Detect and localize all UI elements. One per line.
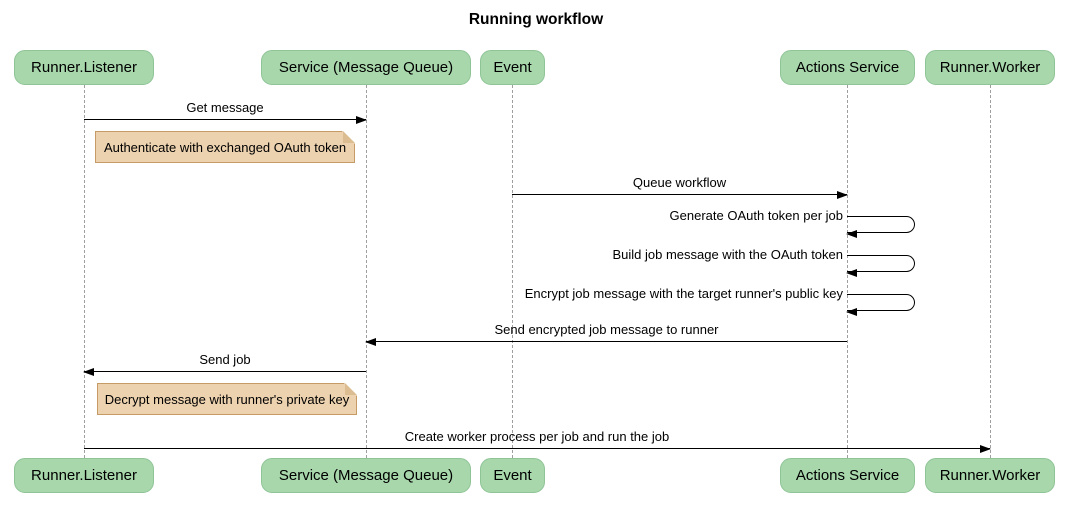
participant-runner-worker-bottom: Runner.Worker <box>925 458 1055 493</box>
diagram-title: Running workflow <box>468 11 604 28</box>
participant-runner-listener-top: Runner.Listener <box>14 50 154 85</box>
message-encrypt-job-message: Encrypt job message with the target runn… <box>525 286 915 316</box>
message-label: Send job <box>199 352 251 367</box>
message-label: Create worker process per job and run th… <box>404 429 670 444</box>
participant-runner-worker-top: Runner.Worker <box>925 50 1055 85</box>
lifeline-runner-listener <box>84 85 85 458</box>
message-label: Build job message with the OAuth token <box>612 247 843 262</box>
lifeline-runner-worker <box>990 85 991 458</box>
note-text: Authenticate with exchanged OAuth token <box>103 139 347 155</box>
participant-label: Event <box>493 467 532 484</box>
message-line <box>366 341 847 342</box>
participant-runner-listener-bottom: Runner.Listener <box>14 458 154 493</box>
message-label: Send encrypted job message to runner <box>494 322 719 337</box>
note-decrypt: Decrypt message with runner's private ke… <box>97 383 357 415</box>
arrowhead-left-icon <box>365 337 376 346</box>
arrowhead-right-icon <box>980 444 991 453</box>
note-text: Decrypt message with runner's private ke… <box>104 391 350 407</box>
arrowhead-left-icon <box>83 367 94 376</box>
participant-label: Actions Service <box>795 467 900 484</box>
participant-event-bottom: Event <box>480 458 545 493</box>
participant-label: Runner.Listener <box>31 467 137 484</box>
message-label: Generate OAuth token per job <box>669 208 843 223</box>
participant-label: Runner.Worker <box>939 467 1041 484</box>
message-label: Get message <box>186 100 264 115</box>
message-line <box>84 119 366 120</box>
participant-event-top: Event <box>480 50 545 85</box>
arrowhead-left-icon <box>846 229 857 238</box>
message-build-job-message: Build job message with the OAuth token <box>612 247 915 277</box>
participant-service-message-queue-top: Service (Message Queue) <box>261 50 471 85</box>
selfloop-line <box>847 294 915 311</box>
message-line <box>84 371 366 372</box>
arrowhead-right-icon <box>356 115 367 124</box>
participant-label: Runner.Worker <box>939 59 1041 76</box>
selfloop-line <box>847 255 915 272</box>
selfloop-line <box>847 216 915 233</box>
message-label: Queue workflow <box>632 175 727 190</box>
participant-label: Actions Service <box>795 59 900 76</box>
participant-label: Service (Message Queue) <box>278 59 454 76</box>
arrowhead-left-icon <box>846 268 857 277</box>
participant-label: Event <box>493 59 532 76</box>
message-label: Encrypt job message with the target runn… <box>524 286 843 301</box>
message-line <box>84 448 990 449</box>
arrowhead-left-icon <box>846 307 857 316</box>
lifeline-service-message-queue <box>366 85 367 458</box>
participant-label: Runner.Listener <box>31 59 137 76</box>
participant-actions-service-top: Actions Service <box>780 50 915 85</box>
message-line <box>512 194 847 195</box>
note-authenticate: Authenticate with exchanged OAuth token <box>95 131 355 163</box>
lifeline-event <box>512 85 513 458</box>
participant-label: Service (Message Queue) <box>278 467 454 484</box>
participant-service-message-queue-bottom: Service (Message Queue) <box>261 458 471 493</box>
participant-actions-service-bottom: Actions Service <box>780 458 915 493</box>
message-generate-oauth-token: Generate OAuth token per job <box>670 208 915 238</box>
arrowhead-right-icon <box>837 190 848 199</box>
